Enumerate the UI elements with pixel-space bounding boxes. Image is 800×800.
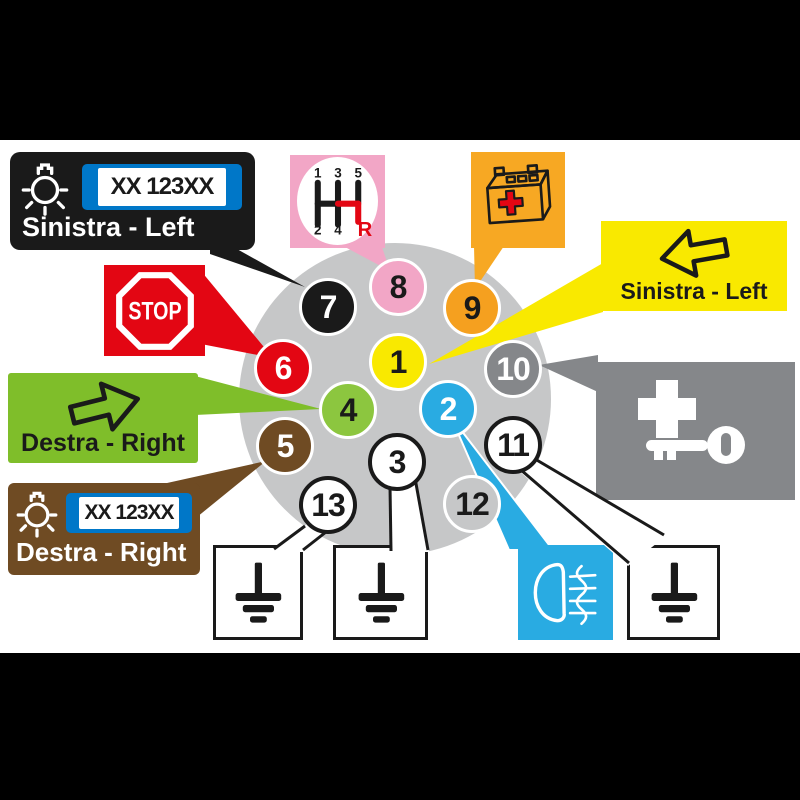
pin-4: 4 [319, 381, 377, 439]
callout-left-position-lamp: XX 123XX Sinistra - Left [10, 152, 255, 250]
stop-text: STOP [128, 298, 181, 325]
pin-5: 5 [256, 417, 314, 475]
position-lamp-bulb-icon [21, 163, 69, 216]
arrow-right-icon [67, 381, 141, 432]
rear-fog-lamp-icon [533, 562, 597, 625]
callout-right-indicator: Destra - Right [8, 373, 198, 463]
callout-left-indicator: Sinistra - Left [601, 221, 787, 311]
callout-fog-lamp [518, 545, 613, 640]
pin-12: 12 [443, 475, 501, 533]
gear-1: 1 [314, 165, 322, 180]
callout-stop-lamp: STOP [104, 265, 205, 356]
earth-ground-icon [358, 562, 404, 623]
earth-ground-icon [651, 562, 697, 623]
callout-ignition-power [596, 362, 795, 500]
callout-title: Sinistra - Left [620, 278, 768, 304]
license-plate-text: XX 123XX [79, 497, 179, 529]
gear-3: 3 [334, 165, 342, 180]
arrow-left-icon [659, 228, 730, 278]
stop-sign-icon: STOP [115, 271, 194, 350]
license-plate-text: XX 123XX [98, 168, 226, 206]
license-plate: XX 123XX [66, 493, 192, 533]
pin-11: 11 [484, 416, 542, 474]
callout-battery [471, 152, 565, 248]
gear-shift-backdrop: 1 3 5 2 4 R [297, 157, 378, 245]
ground-box-pin13 [213, 545, 303, 640]
earth-ground-icon [235, 562, 282, 623]
ignition-key-icon [638, 380, 745, 464]
ground-box-pin11 [627, 545, 720, 640]
callout-title: Destra - Right [16, 537, 187, 567]
gear-2: 2 [314, 223, 322, 238]
pin-6: 6 [254, 339, 312, 397]
battery-icon [486, 164, 552, 225]
position-lamp-bulb-icon [16, 491, 58, 538]
pin-7: 7 [299, 278, 357, 336]
callout-title: Sinistra - Left [22, 212, 195, 242]
ground-box-pin3 [333, 545, 428, 640]
pin-1: 1 [369, 333, 427, 391]
callout-reverse-gear: 1 3 5 2 4 R [290, 155, 385, 248]
pin-13: 13 [299, 476, 357, 534]
pin-3: 3 [368, 433, 426, 491]
license-plate: XX 123XX [82, 164, 242, 210]
callout-right-position-lamp: XX 123XX Destra - Right [8, 483, 200, 575]
reverse-label: R [357, 219, 372, 241]
plus-icon [638, 380, 696, 438]
pin-9: 9 [443, 279, 501, 337]
pin-2: 2 [419, 380, 477, 438]
pin-8: 8 [369, 258, 427, 316]
gear-4: 4 [334, 223, 342, 238]
callout-title: Destra - Right [21, 429, 185, 457]
gear-5: 5 [354, 165, 362, 180]
gear-shift-icon: 1 3 5 2 4 R [314, 165, 373, 241]
pin-10: 10 [484, 340, 542, 398]
